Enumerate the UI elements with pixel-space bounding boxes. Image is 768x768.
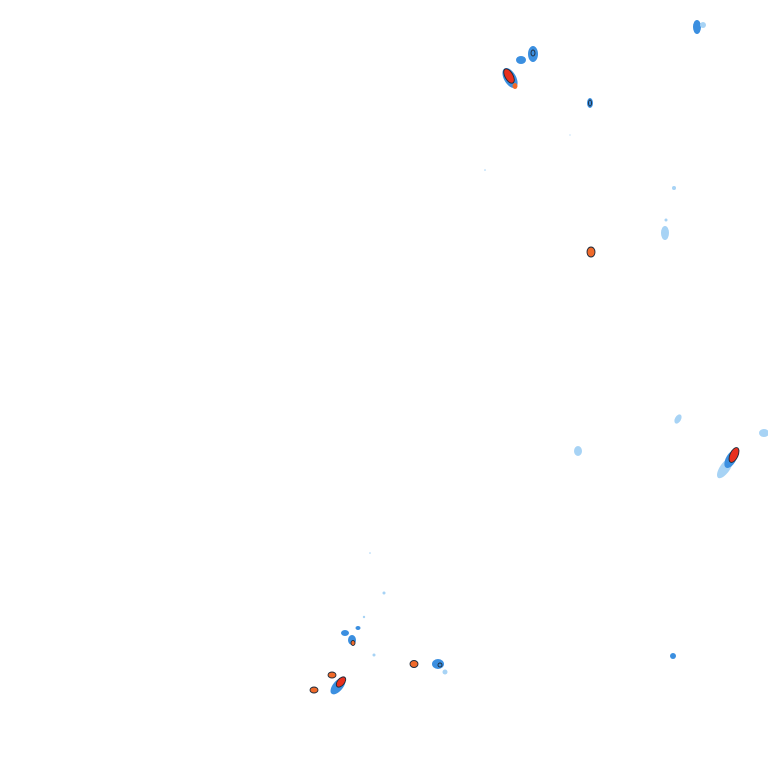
precip-cell-upper-mid bbox=[587, 98, 593, 108]
precip-cell-center bbox=[586, 246, 596, 258]
precip-cell-right-strong bbox=[716, 447, 740, 479]
precip-cell-bottom-right bbox=[670, 653, 676, 659]
precip-cell-bottom-left-cluster bbox=[309, 626, 361, 695]
precip-cell-top-right bbox=[693, 20, 706, 34]
precip-specks bbox=[362, 134, 676, 657]
precip-cell-top-cluster bbox=[502, 46, 538, 89]
precip-cell-right-mid bbox=[574, 414, 768, 456]
precip-cell-right-upper bbox=[661, 218, 669, 240]
precip-cell-bottom-middle bbox=[409, 659, 448, 675]
